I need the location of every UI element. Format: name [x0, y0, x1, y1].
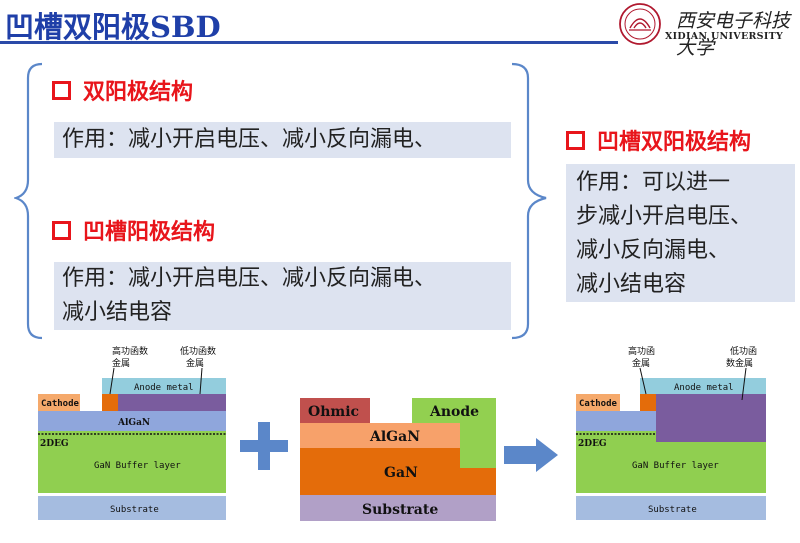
d3-anode-metal-label: Anode metal [674, 383, 734, 393]
heading-dual-anode: 双阳极结构 [52, 74, 193, 106]
arrow-right-icon [504, 438, 558, 472]
diagram-recessed-dual-anode: 高功函 金属 低功函 数金属 Anode metal Cathode 2DEG … [568, 340, 778, 528]
d1-2deg-label: 2DEG [40, 439, 69, 449]
d2-anode [412, 398, 496, 468]
recessed-dual-anode-desc-box: 作用：可以进一 步减小开启电压、 减小反向漏电、 减小结电容 [566, 164, 795, 302]
d1-algan [38, 411, 226, 431]
d3-high-wf-label1: 高功函 [628, 345, 655, 357]
d3-cathode-label: Cathode [579, 399, 618, 409]
logo-cn: 西安电子科技大学 [676, 10, 791, 59]
heading-recessed-anode: 凹槽阳极结构 [52, 214, 215, 246]
dual-anode-desc-box: 作用：减小开启电压、减小反向漏电、 [54, 122, 511, 158]
d3-low-wf-label1: 低功函 [730, 345, 757, 357]
d2-ohmic-label: Ohmic [308, 404, 359, 420]
d3-algan [576, 411, 656, 431]
d3-cathode [576, 394, 620, 411]
d1-high-wf-metal [102, 394, 118, 411]
d1-high-wf-label1: 高功函数 [112, 345, 148, 357]
d1-cathode-label: Cathode [41, 399, 80, 409]
d1-low-wf-label2: 金属 [186, 357, 204, 369]
d2-substrate [300, 495, 496, 521]
d3-arrow-low [741, 367, 747, 401]
diagram-recessed-anode: Ohmic Anode AlGaN GaN Substrate [300, 398, 496, 521]
left-brace [14, 62, 43, 340]
recessed-anode-desc-box: 作用：减小开启电压、减小反向漏电、 减小结电容 [54, 262, 511, 330]
d2-ohmic [300, 398, 370, 423]
recessed-anode-desc-line1: 作用：减小开启电压、减小反向漏电、 [62, 266, 437, 291]
d3-2deg-label: 2DEG [578, 439, 607, 449]
recessed-anode-desc-line2: 减小结电容 [62, 300, 173, 325]
d1-substrate-label: Substrate [110, 505, 159, 515]
heading-recessed-dual-anode: 凹槽双阳极结构 [566, 124, 751, 156]
d2-algan [300, 423, 460, 448]
d1-buffer-label: GaN Buffer layer [94, 461, 181, 471]
checkbox-square-icon [52, 81, 71, 100]
right-desc-line1: 作用：可以进一 [576, 170, 731, 195]
checkbox-square-icon [566, 131, 585, 150]
d3-arrow-high [639, 367, 647, 395]
dual-anode-desc: 作用：减小开启电压、减小反向漏电、 [62, 127, 437, 152]
university-seal-icon [619, 3, 661, 45]
d1-low-wf-metal [118, 394, 226, 411]
d3-anode-metal [640, 378, 766, 394]
d1-substrate [38, 496, 226, 520]
d2-gan [300, 448, 496, 495]
d1-high-wf-label2: 金属 [112, 357, 130, 369]
d1-low-wf-label1: 低功函数 [180, 345, 216, 357]
page-title: 凹槽双阳极SBD [5, 10, 221, 44]
d3-low-wf-metal [656, 394, 766, 442]
title-rule [0, 41, 618, 44]
right-desc-line3: 减小反向漏电、 [576, 238, 731, 263]
right-brace [511, 62, 547, 340]
d1-anode-metal-label: Anode metal [134, 383, 194, 393]
d1-cathode [38, 394, 80, 411]
d2-anode-label: Anode [429, 404, 479, 420]
checkbox-square-icon [52, 221, 71, 240]
d3-high-wf-metal [640, 394, 656, 411]
d1-algan-label: AlGaN [117, 418, 150, 428]
d3-high-wf-label2: 金属 [632, 357, 650, 369]
d3-buffer-label: GaN Buffer layer [632, 461, 719, 471]
diagram-dual-anode: 高功函数 金属 低功函数 金属 Anode metal Cathode AlGa… [30, 340, 240, 528]
d3-substrate-label: Substrate [648, 505, 697, 515]
logo-en: XIDIAN UNIVERSITY [665, 31, 784, 42]
d1-arrow-low [199, 367, 203, 395]
plus-icon [240, 422, 288, 470]
d3-low-wf-label2: 数金属 [726, 357, 753, 369]
d1-arrow-high [109, 367, 115, 395]
d1-buffer [38, 431, 226, 493]
right-desc-line2: 步减小开启电压、 [576, 204, 753, 229]
d1-anode-metal [102, 378, 226, 394]
d3-substrate [576, 496, 766, 520]
d2-algan-label: AlGaN [369, 429, 420, 445]
d2-substrate-label: Substrate [362, 502, 438, 518]
d2-gan-label: GaN [384, 465, 418, 481]
right-desc-line4: 减小结电容 [576, 272, 687, 297]
